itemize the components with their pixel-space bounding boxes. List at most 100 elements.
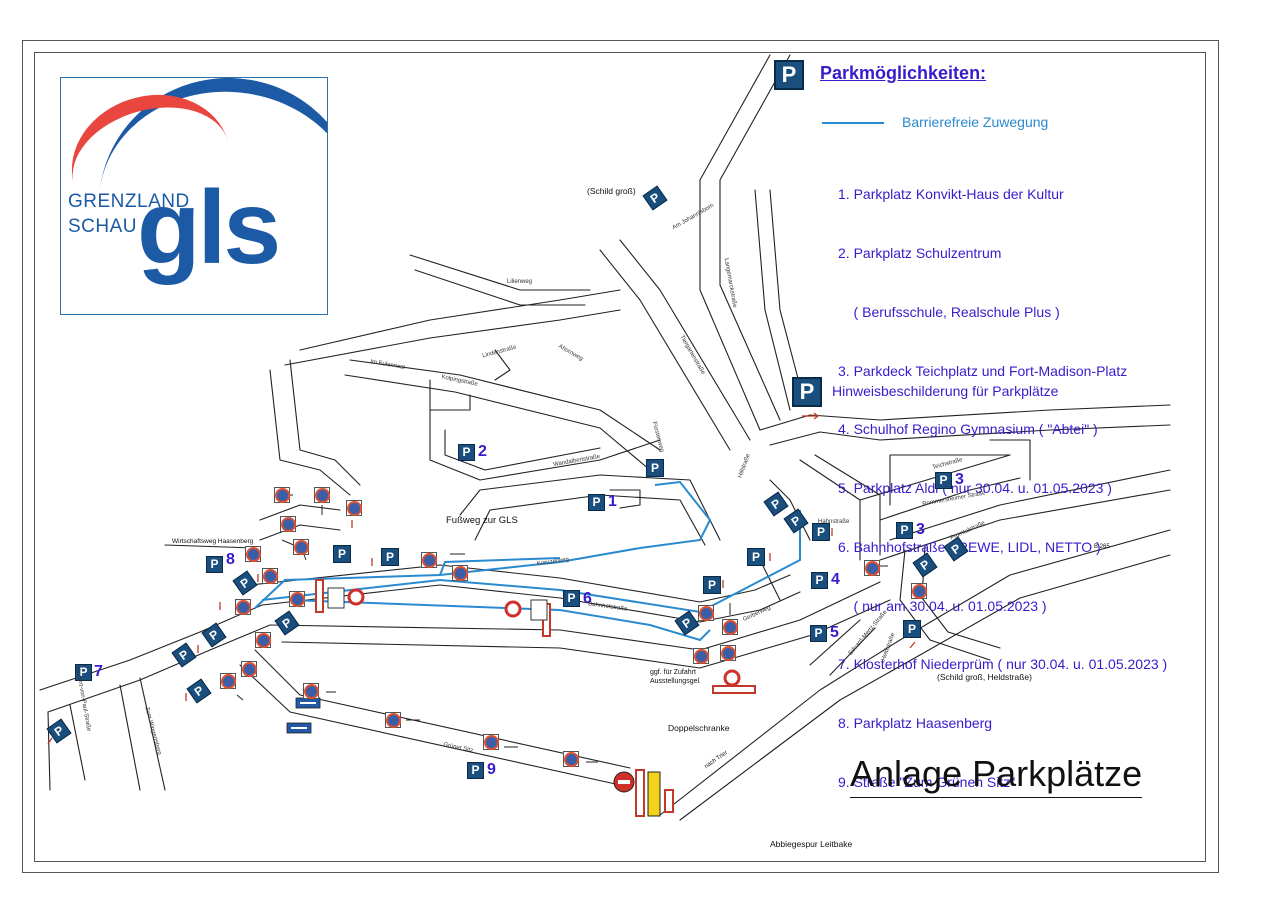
no-stopping-icon	[221, 674, 236, 689]
parking-list-item: 3. Parkdeck Teichplatz und Fort-Madison-…	[838, 362, 1128, 379]
annotation-fussweg: Fußweg zur GLS	[446, 515, 518, 526]
parking-direction-sign: P	[903, 620, 921, 638]
barrier-free-path	[254, 480, 801, 642]
parking-number-5: 5	[830, 624, 839, 641]
street-label: Hahnstraße	[818, 519, 850, 525]
no-stopping-sign	[235, 599, 251, 615]
parking-number-3b: 3	[916, 521, 925, 538]
outer-frame	[22, 40, 1219, 873]
document-title: Anlage Parkplätze	[850, 753, 1143, 798]
annotation-doppelschranke: Doppelschranke	[668, 723, 730, 733]
no-stopping-icon	[294, 540, 309, 555]
no-stopping-sign	[720, 645, 736, 661]
parking-marker-7: P	[75, 664, 92, 681]
parking-direction-sign: P	[812, 523, 830, 541]
no-stopping-sign	[864, 560, 880, 576]
no-stopping-sign	[314, 487, 330, 503]
parking-number-9: 9	[487, 761, 496, 778]
no-stopping-sign	[483, 734, 499, 750]
no-stopping-icon	[912, 584, 927, 599]
hillstrasse-road	[599, 249, 731, 451]
no-stopping-sign	[289, 591, 305, 607]
no-stopping-icon	[386, 713, 401, 728]
no-stopping-sign	[452, 565, 468, 581]
parking-marker-3a: P	[935, 472, 952, 489]
no-stopping-icon	[721, 646, 736, 661]
annotation-b265: B 265	[1094, 544, 1110, 550]
no-stopping-sign	[220, 673, 236, 689]
no-stopping-sign	[280, 516, 296, 532]
parking-list-item: 5. Parkplatz Aldi ( nur 30.04. u. 01.05.…	[838, 480, 1112, 497]
no-stopping-icon	[694, 649, 709, 664]
legend-title: Parkmöglichkeiten:	[820, 63, 987, 83]
no-stopping-sign	[693, 648, 709, 664]
inner-frame	[34, 52, 1206, 862]
street-label: Lilienweg	[507, 279, 533, 285]
no-stopping-sign	[303, 683, 319, 699]
parking-number-7: 7	[94, 663, 103, 680]
logo-wordmark: gls	[137, 170, 281, 286]
parking-number-4: 4	[831, 571, 840, 588]
parking-list-item: ( Berufsschule, Realschule Plus )	[838, 303, 1060, 320]
no-stopping-icon	[246, 547, 261, 562]
bike-path-signs	[327, 587, 548, 621]
no-stopping-icon	[453, 566, 468, 581]
no-stopping-icon	[242, 662, 257, 677]
parking-direction-sign: P	[333, 545, 351, 563]
no-stopping-icon	[304, 684, 319, 699]
no-stopping-icon	[315, 488, 330, 503]
no-stopping-sign	[722, 619, 738, 635]
no-stopping-sign	[563, 751, 579, 767]
no-stopping-icon	[275, 488, 290, 503]
no-stopping-icon	[236, 600, 251, 615]
parking-number-2: 2	[478, 443, 487, 460]
logo-line-1: GRENZLAND	[68, 191, 190, 212]
parking-marker-5: P	[810, 625, 827, 642]
parking-list: 1. Parkplatz Konvikt-Haus der Kultur 2. …	[838, 146, 1167, 812]
no-stopping-icon	[256, 633, 271, 648]
no-stopping-icon	[263, 569, 278, 584]
no-stopping-sign	[421, 552, 437, 568]
annotation-schild-held: (Schild groß, Heldstraße)	[937, 672, 1032, 682]
legend-hint-icon: P	[792, 377, 822, 407]
no-stopping-sign	[385, 712, 401, 728]
parking-direction-sign: P	[747, 548, 765, 566]
no-stopping-sign	[262, 568, 278, 584]
parking-direction-sign: P	[381, 548, 399, 566]
no-stopping-sign	[346, 500, 362, 516]
parking-marker-6: P	[563, 590, 580, 607]
parking-list-item: 1. Parkplatz Konvikt-Haus der Kultur	[838, 186, 1064, 203]
legend-hint-label: Hinweisbeschilderung für Parkplätze	[832, 383, 1059, 399]
annotation-zufahrt: ggf. für Zufahrt Ausstellungsgel.	[650, 669, 701, 685]
parking-marker-9: P	[467, 762, 484, 779]
parking-direction-sign: P	[646, 459, 664, 477]
gruener-sitz-road	[239, 664, 621, 786]
parking-list-item: ( nur am 30.04. u. 01.05.2023 )	[838, 597, 1047, 614]
parking-marker-3b: P	[896, 522, 913, 539]
logo-line-2: SCHAU	[68, 216, 138, 237]
no-stopping-sign	[911, 583, 927, 599]
no-stopping-sign	[293, 539, 309, 555]
legend-path-line	[822, 122, 884, 124]
parking-marker-2: P	[458, 444, 475, 461]
no-stopping-sign	[255, 632, 271, 648]
parking-number-6: 6	[583, 590, 592, 607]
annotation-wirtschaftsweg: Wirtschaftsweg Haasenberg	[172, 538, 254, 545]
no-stopping-icon	[422, 553, 437, 568]
annotation-leitbake: Abbiegespur Leitbake	[770, 839, 853, 849]
no-stopping-sign	[245, 546, 261, 562]
parking-list-item: 4. Schulhof Regino Gymnasium ( "Abtei" )	[838, 421, 1098, 438]
no-stopping-icon	[484, 735, 499, 750]
parking-list-item: 2. Parkplatz Schulzentrum	[838, 244, 1002, 261]
no-stopping-icon	[564, 752, 579, 767]
no-stopping-icon	[699, 606, 714, 621]
parking-direction-sign: P	[703, 576, 721, 594]
parking-number-3a: 3	[955, 471, 964, 488]
legend-parking-icon: P	[774, 60, 804, 90]
parking-number-8: 8	[226, 551, 235, 568]
no-stopping-sign	[241, 661, 257, 677]
parking-list-item: 6. Bahnhofstraße ( REWE, LIDL, NETTO )	[838, 538, 1101, 555]
no-stopping-icon	[281, 517, 296, 532]
parking-list-item: 9. Straße "Zum Grünen Sitz"	[838, 774, 1016, 790]
parking-list-item: 7. Klosterhof Niederprüm ( nur 30.04. u.…	[838, 656, 1168, 673]
